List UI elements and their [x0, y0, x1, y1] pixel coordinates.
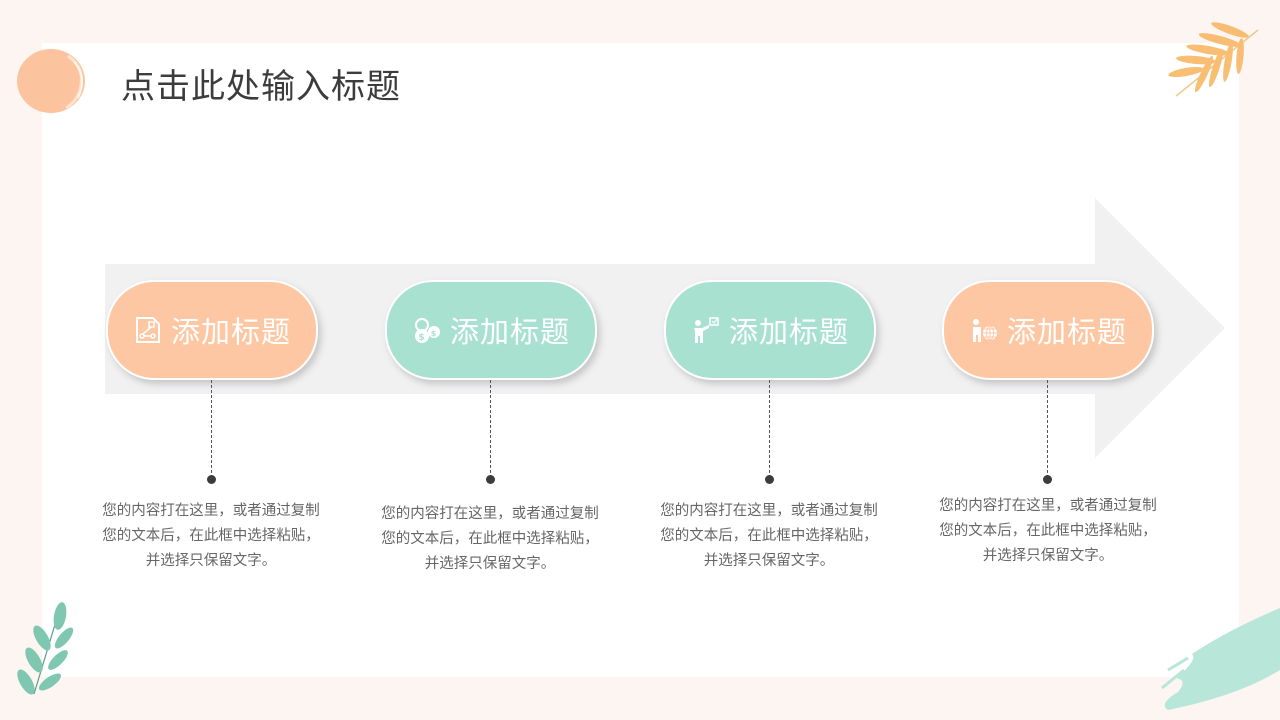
step-1-description[interactable]: 您的内容打在这里，或者通过复制 您的文本后，在此框中选择粘贴， 并选择只保留文字… — [102, 503, 320, 569]
step-3-connector — [769, 380, 770, 478]
presenter-globe-icon — [971, 319, 997, 342]
step-3-dot — [765, 475, 774, 484]
step-4-dot — [1043, 475, 1052, 484]
presenter-checklist-icon — [693, 317, 719, 343]
step-3-title: 添加标题 — [728, 315, 849, 349]
step-3-title-button[interactable]: 添加标题 — [664, 280, 876, 380]
step-4-title: 添加标题 — [1006, 315, 1127, 349]
step-2-dot — [486, 475, 495, 484]
step-1-title: 添加标题 — [170, 315, 291, 349]
flowchart-document-icon — [135, 317, 160, 343]
svg-text:$: $ — [418, 333, 425, 343]
step-2-title-button[interactable]: $ $ 添加标题 — [385, 280, 597, 380]
coins-icon: $ $ — [414, 318, 440, 343]
leaf-decoration-top-right — [1168, 22, 1259, 97]
step-2-connector — [490, 380, 491, 478]
svg-text:$: $ — [431, 329, 438, 338]
step-4-description[interactable]: 您的内容打在这里，或者通过复制 您的文本后，在此框中选择粘贴， 并选择只保留文字… — [939, 498, 1157, 564]
brush-circle-decoration — [17, 49, 85, 113]
step-1-connector — [211, 380, 212, 478]
slide-title[interactable]: 点击此处输入标题 — [121, 67, 401, 107]
leaf-decoration-bottom-left — [17, 602, 74, 695]
step-1-title-button[interactable]: 添加标题 — [106, 280, 318, 380]
brush-stroke-decoration — [1161, 608, 1280, 710]
step-3-description[interactable]: 您的内容打在这里，或者通过复制 您的文本后，在此框中选择粘贴， 并选择只保留文字… — [660, 503, 878, 569]
step-4-connector — [1047, 380, 1048, 478]
step-4-title-button[interactable]: 添加标题 — [942, 280, 1154, 380]
step-2-title: 添加标题 — [449, 315, 570, 349]
step-1-dot — [207, 475, 216, 484]
step-2-description[interactable]: 您的内容打在这里，或者通过复制 您的文本后，在此框中选择粘贴， 并选择只保留文字… — [381, 506, 599, 572]
